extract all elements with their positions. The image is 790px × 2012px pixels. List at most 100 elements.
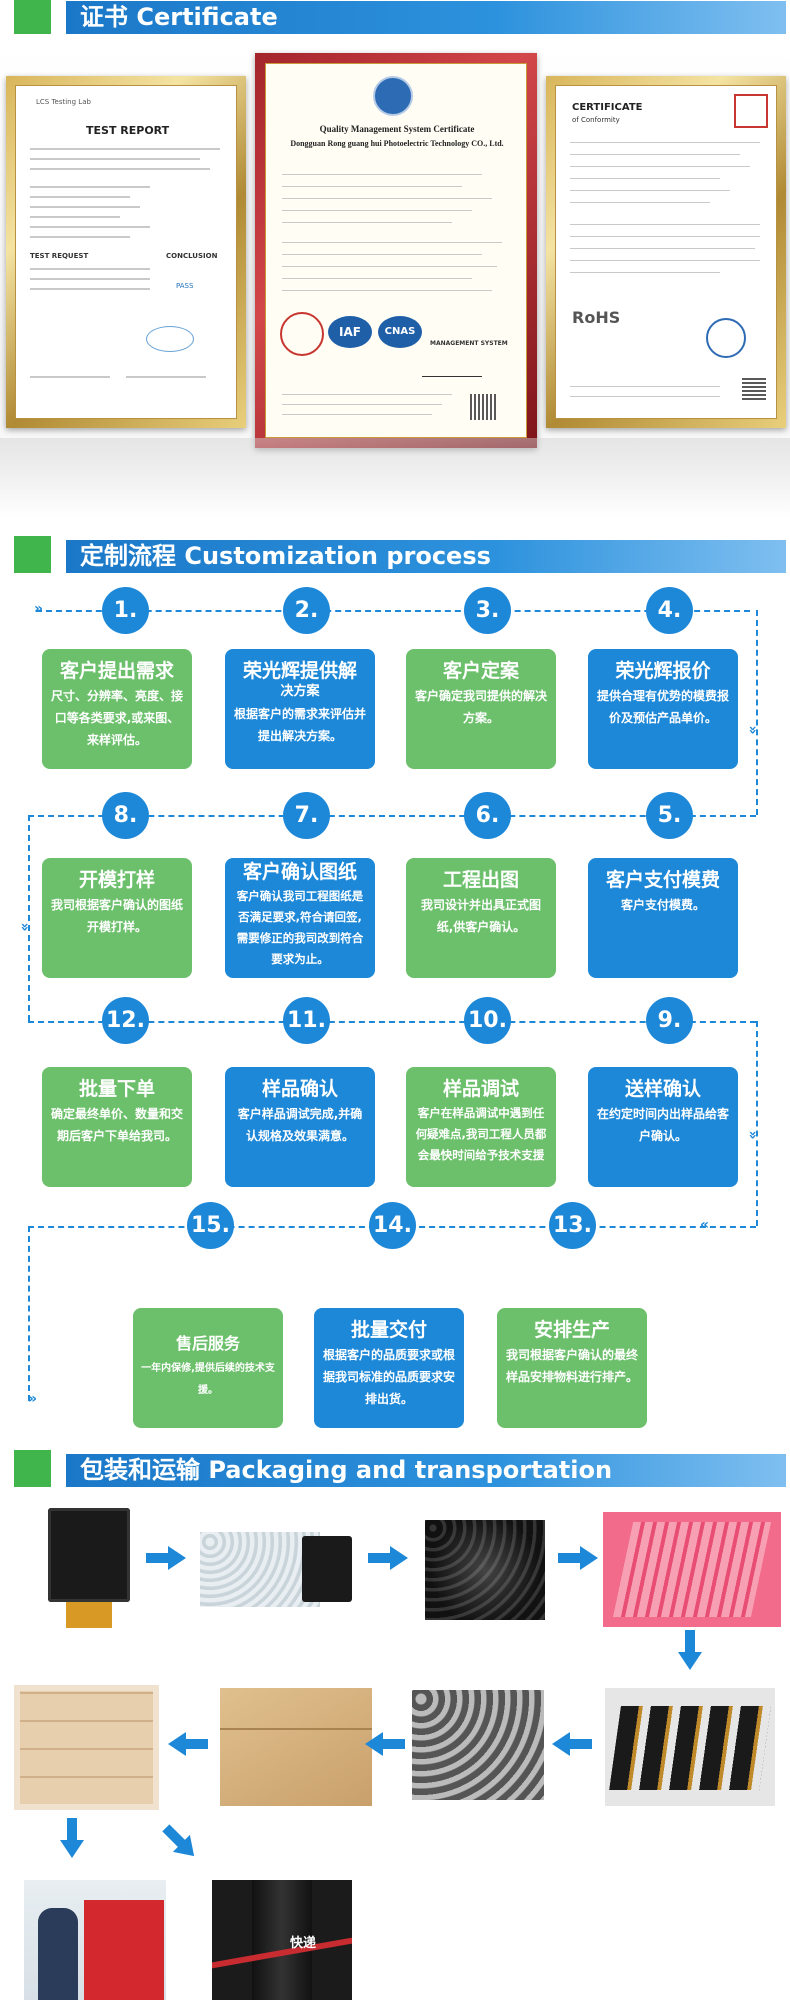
chevron-right-icon: » (28, 1391, 38, 1407)
qms-company: Dongguan Rong guang hui Photoelectric Te… (290, 139, 504, 148)
step-card-7: 客户确认图纸 客户确认我司工程图纸是否满足要求,符合请回签,需要修正的我司改到符… (225, 858, 375, 978)
bubble-wrap-photo (200, 1532, 355, 1607)
pink-tray-photo (603, 1512, 781, 1627)
test-report-document: LCS Testing Lab TEST REPORT TEST REQUEST… (15, 85, 237, 419)
flow-line (28, 815, 30, 1021)
truck-driver-photo (24, 1880, 166, 2000)
chevron-down-icon: » (16, 922, 33, 932)
header-green-block (14, 1450, 51, 1487)
step-desc: 在约定时间内出样品给客户确认。 (596, 1107, 729, 1143)
step-title: 客户提出需求 (59, 660, 174, 682)
step-card-4: 荣光辉报价 提供合理有优势的模费报价及预估产品单价。 (588, 649, 738, 769)
step-desc: 尺寸、分辨率、亮度、接口等各类要求,或来图、来样评估。 (50, 689, 183, 747)
express-courier-photo: 快递 (212, 1880, 352, 2000)
iaf-logo: IAF (328, 316, 372, 348)
ce-subtitle: of Conformity (572, 116, 620, 124)
step-title: 批量交付 (350, 1319, 427, 1341)
step-title: 样品调试 (442, 1078, 519, 1100)
test-result: PASS (176, 282, 194, 290)
step-number: 2. (283, 587, 330, 634)
step-desc: 确定最终单价、数量和交期后客户下单给我司。 (50, 1107, 183, 1143)
step-card-12: 批量下单 确定最终单价、数量和交期后客户下单给我司。 (42, 1067, 192, 1187)
step-desc: 我司根据客户确认的最终样品安排物料进行排产。 (505, 1348, 638, 1384)
process-flow: » » » » » » 1. 客户提出需求 尺寸、分辨率、亮度、接口等各类要求,… (0, 580, 790, 1430)
flow-line (756, 1021, 758, 1226)
arrow-down-icon (678, 1630, 702, 1670)
step-number: 5. (646, 792, 693, 839)
step-title: 客户确认图纸 (242, 861, 357, 883)
antistatic-bag-photo (425, 1520, 545, 1620)
step-title: 送样确认 (624, 1078, 701, 1100)
step-desc: 根据客户的品质要求或根据我司标准的品质要求安排出货。 (322, 1348, 455, 1406)
step-card-6: 工程出图 我司设计并出具正式图纸,供客户确认。 (406, 858, 556, 978)
flow-line (756, 610, 758, 815)
step-title: 客户定案 (442, 660, 519, 682)
signature (422, 364, 482, 377)
step-desc: 客户确认我司工程图纸是否满足要求,符合请回签,需要修正的我司改到符合要求为止。 (236, 889, 364, 966)
step-desc: 根据客户的需求来评估并提出解决方案。 (233, 707, 366, 743)
step-card-3: 客户定案 客户确定我司提供的解决方案。 (406, 649, 556, 769)
qr-code-icon (470, 394, 496, 420)
chevron-down-icon: » (744, 725, 761, 735)
conclusion-label: CONCLUSION (166, 252, 218, 260)
section-title: 证书 Certificate (80, 3, 278, 31)
step-title: 荣光辉报价 (615, 660, 711, 682)
rohs-mark: RoHS (572, 308, 621, 327)
step-number: 13. (549, 1202, 596, 1249)
step-title: 客户支付模费 (605, 869, 720, 891)
step-title-cont: 决方案 (280, 684, 320, 699)
step-number: 7. (283, 792, 330, 839)
step-number: 14. (369, 1202, 416, 1249)
chevron-right-icon: » (34, 601, 44, 617)
packaging-flow: 快递 (0, 1500, 790, 2012)
step-desc: 客户支付模费。 (620, 898, 705, 912)
header-green-block (14, 536, 51, 573)
qms-title: Quality Management System Certificate (319, 124, 475, 134)
step-title: 样品确认 (261, 1078, 338, 1100)
section-title: 包装和运输 Packaging and transportation (80, 1456, 613, 1484)
arrow-right-icon (146, 1546, 186, 1570)
arrow-left-icon (168, 1732, 208, 1756)
step-card-1: 客户提出需求 尺寸、分辨率、亮度、接口等各类要求,或来图、来样评估。 (42, 649, 192, 769)
lcd-module-photo (48, 1508, 130, 1628)
step-number: 8. (102, 792, 149, 839)
flow-line (28, 1021, 756, 1023)
step-card-9: 送样确认 在约定时间内出样品给客户确认。 (588, 1067, 738, 1187)
header-bar: 定制流程 Customization process (66, 540, 786, 573)
step-title: 工程出图 (442, 869, 519, 891)
floor-reflection (0, 438, 790, 518)
ce-logo-icon (734, 94, 768, 128)
flow-line (36, 610, 750, 612)
arrow-right-icon (368, 1546, 408, 1570)
globe-icon (373, 76, 413, 116)
step-desc: 提供合理有优势的模费报价及预估产品单价。 (596, 689, 729, 725)
step-desc: 客户确定我司提供的解决方案。 (414, 689, 547, 725)
step-number: 15. (187, 1202, 234, 1249)
cnas-logo: CNAS (378, 316, 422, 348)
header-bar: 包装和运输 Packaging and transportation (66, 1454, 786, 1487)
step-number: 1. (102, 587, 149, 634)
ce-title: CERTIFICATE (572, 102, 643, 113)
management-system-label: MANAGEMENT SYSTEM (430, 340, 508, 347)
step-title: 批量下单 (78, 1078, 155, 1100)
arrow-right-icon (558, 1546, 598, 1570)
arrow-left-icon (365, 1732, 405, 1756)
signature-stamp (146, 326, 194, 352)
carton-stack-photo (14, 1685, 159, 1810)
flow-line (28, 815, 756, 817)
test-lab-logo: LCS Testing Lab (36, 98, 91, 106)
step-card-10: 样品调试 客户在样品调试中遇到任何疑难点,我司工程人员都会最快时间给予技术支援 (406, 1067, 556, 1187)
test-report-frame: LCS Testing Lab TEST REPORT TEST REQUEST… (6, 76, 246, 428)
lab-seal-icon (706, 318, 746, 358)
customization-section-header: 定制流程 Customization process (14, 536, 786, 573)
step-title: 售后服务 (175, 1334, 240, 1353)
step-number: 10. (464, 997, 511, 1044)
step-card-2: 荣光辉提供解 决方案 根据客户的需求来评估并提出解决方案。 (225, 649, 375, 769)
step-number: 4. (646, 587, 693, 634)
arrow-down-icon (60, 1818, 84, 1858)
chevron-down-icon: » (744, 1130, 761, 1140)
ce-certificate-document: CERTIFICATE of Conformity RoHS (555, 85, 777, 419)
step-desc: 我司根据客户确认的图纸开模打样。 (50, 898, 183, 934)
step-card-11: 样品确认 客户样品调试完成,并确认规格及效果满意。 (225, 1067, 375, 1187)
step-card-13: 安排生产 我司根据客户确认的最终样品安排物料进行排产。 (497, 1308, 647, 1428)
